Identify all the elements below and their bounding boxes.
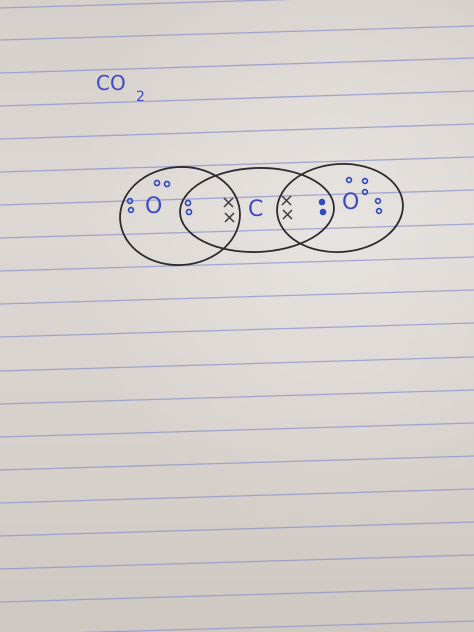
electron-cross xyxy=(223,197,234,208)
ruled-line xyxy=(0,289,474,305)
electron-dot xyxy=(318,198,326,206)
electron-dot xyxy=(153,179,161,187)
electron-dot xyxy=(126,197,134,205)
ruled-line xyxy=(0,488,474,504)
electron-dot xyxy=(361,177,369,185)
electron-dot xyxy=(345,176,353,184)
electron-dot xyxy=(184,199,192,207)
ruled-line xyxy=(0,587,474,603)
electron-cross xyxy=(224,212,235,223)
ruled-line xyxy=(0,256,474,272)
ruled-line xyxy=(0,25,474,41)
formula-subscript: 2 xyxy=(136,89,145,105)
ruled-line xyxy=(0,156,474,173)
carbon-electrons xyxy=(223,195,293,223)
electron-dot xyxy=(163,180,171,188)
right-oxygen-shell xyxy=(276,162,404,254)
formula-main: CO xyxy=(96,71,126,95)
ruled-line xyxy=(0,521,474,537)
ruled-line xyxy=(0,0,293,9)
ruled-line xyxy=(0,57,474,74)
electron-cross xyxy=(281,195,292,206)
electron-cross xyxy=(282,209,293,220)
electron-dot xyxy=(185,208,193,216)
right-oxygen-electrons xyxy=(318,176,383,216)
ruled-line xyxy=(0,322,474,338)
ruled-line xyxy=(79,620,474,632)
electron-dot xyxy=(374,197,382,205)
ruled-line xyxy=(0,90,474,107)
carbon-symbol: C xyxy=(248,197,263,222)
electron-dot xyxy=(319,208,327,216)
ruled-line xyxy=(0,389,474,405)
electron-dot xyxy=(361,188,369,196)
left-oxygen-symbol: O xyxy=(145,194,162,219)
left-oxygen-shell xyxy=(119,166,241,266)
right-oxygen-symbol: O xyxy=(342,190,359,215)
electron-dot xyxy=(375,207,383,215)
carbon-shell xyxy=(179,167,335,253)
left-oxygen-electrons xyxy=(126,179,193,216)
ruled-line xyxy=(0,554,474,570)
ruled-line xyxy=(0,455,474,471)
ruled-line xyxy=(0,123,474,140)
ruled-line xyxy=(0,356,474,372)
ruled-line xyxy=(0,422,474,438)
electron-dot xyxy=(127,206,135,214)
